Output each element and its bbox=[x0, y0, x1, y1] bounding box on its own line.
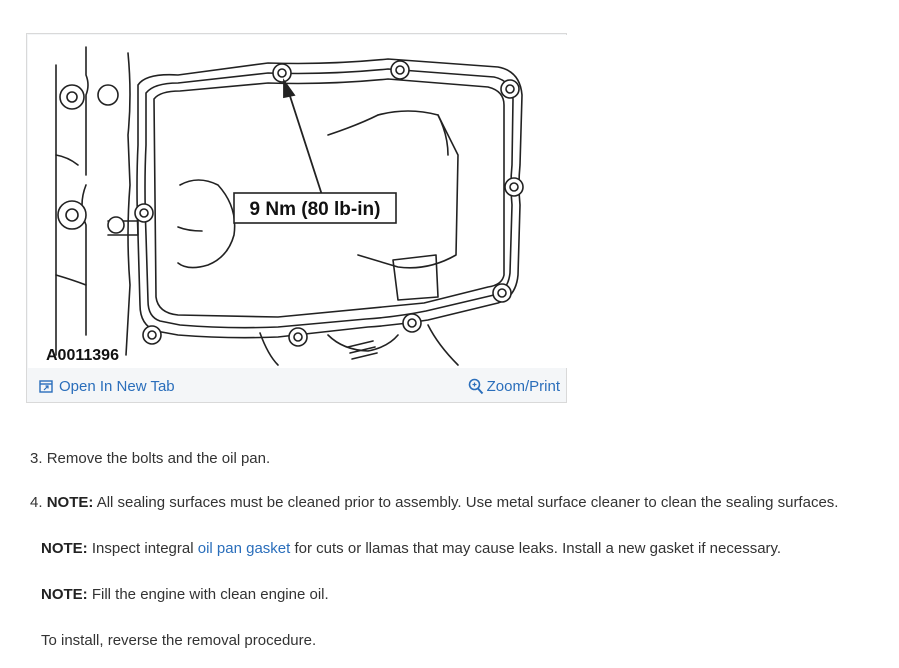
torque-callout: 9 Nm (80 lb-in) bbox=[250, 199, 381, 220]
note-label: NOTE: bbox=[41, 586, 88, 603]
figure-card: 9 Nm (80 lb-in) A0011396 Open In New Tab bbox=[26, 33, 567, 403]
oil-pan-diagram: 9 Nm (80 lb-in) A0011396 bbox=[28, 35, 567, 368]
magnifier-icon bbox=[468, 378, 484, 395]
step-4: 4. NOTE: All sealing surfaces must be cl… bbox=[30, 493, 838, 513]
open-new-tab-icon bbox=[39, 379, 53, 393]
zoom-print-label: Zoom/Print bbox=[486, 377, 560, 395]
open-in-new-tab-link[interactable]: Open In New Tab bbox=[39, 378, 175, 395]
oil-pan-gasket-link[interactable]: oil pan gasket bbox=[197, 540, 291, 557]
step-text: Remove the bolts and the oil pan. bbox=[46, 450, 271, 467]
note-gasket: NOTE: Inspect integral oil pan gasket fo… bbox=[41, 539, 781, 559]
zoom-print-link[interactable]: Zoom/Print bbox=[468, 378, 560, 395]
note-text: for cuts or llamas that may cause leaks.… bbox=[294, 540, 782, 557]
note-label: NOTE: bbox=[46, 494, 94, 511]
step-3: 3. Remove the bolts and the oil pan. bbox=[30, 449, 270, 469]
step-text: All sealing surfaces must be cleaned pri… bbox=[96, 494, 839, 511]
open-in-new-tab-label: Open In New Tab bbox=[59, 377, 175, 395]
note-oil: NOTE: Fill the engine with clean engine … bbox=[41, 585, 329, 605]
closing-instruction: To install, reverse the removal procedur… bbox=[41, 632, 317, 649]
figure-toolbar: Open In New Tab Zoom/Print bbox=[27, 370, 566, 402]
step-number: 3. bbox=[30, 450, 43, 467]
note-text: Fill the engine with clean engine oil. bbox=[91, 586, 329, 603]
figure-id-label: A0011396 bbox=[46, 347, 119, 364]
note-text: Inspect integral bbox=[91, 540, 194, 557]
note-label: NOTE: bbox=[41, 540, 88, 557]
step-number: 4. bbox=[30, 494, 43, 511]
